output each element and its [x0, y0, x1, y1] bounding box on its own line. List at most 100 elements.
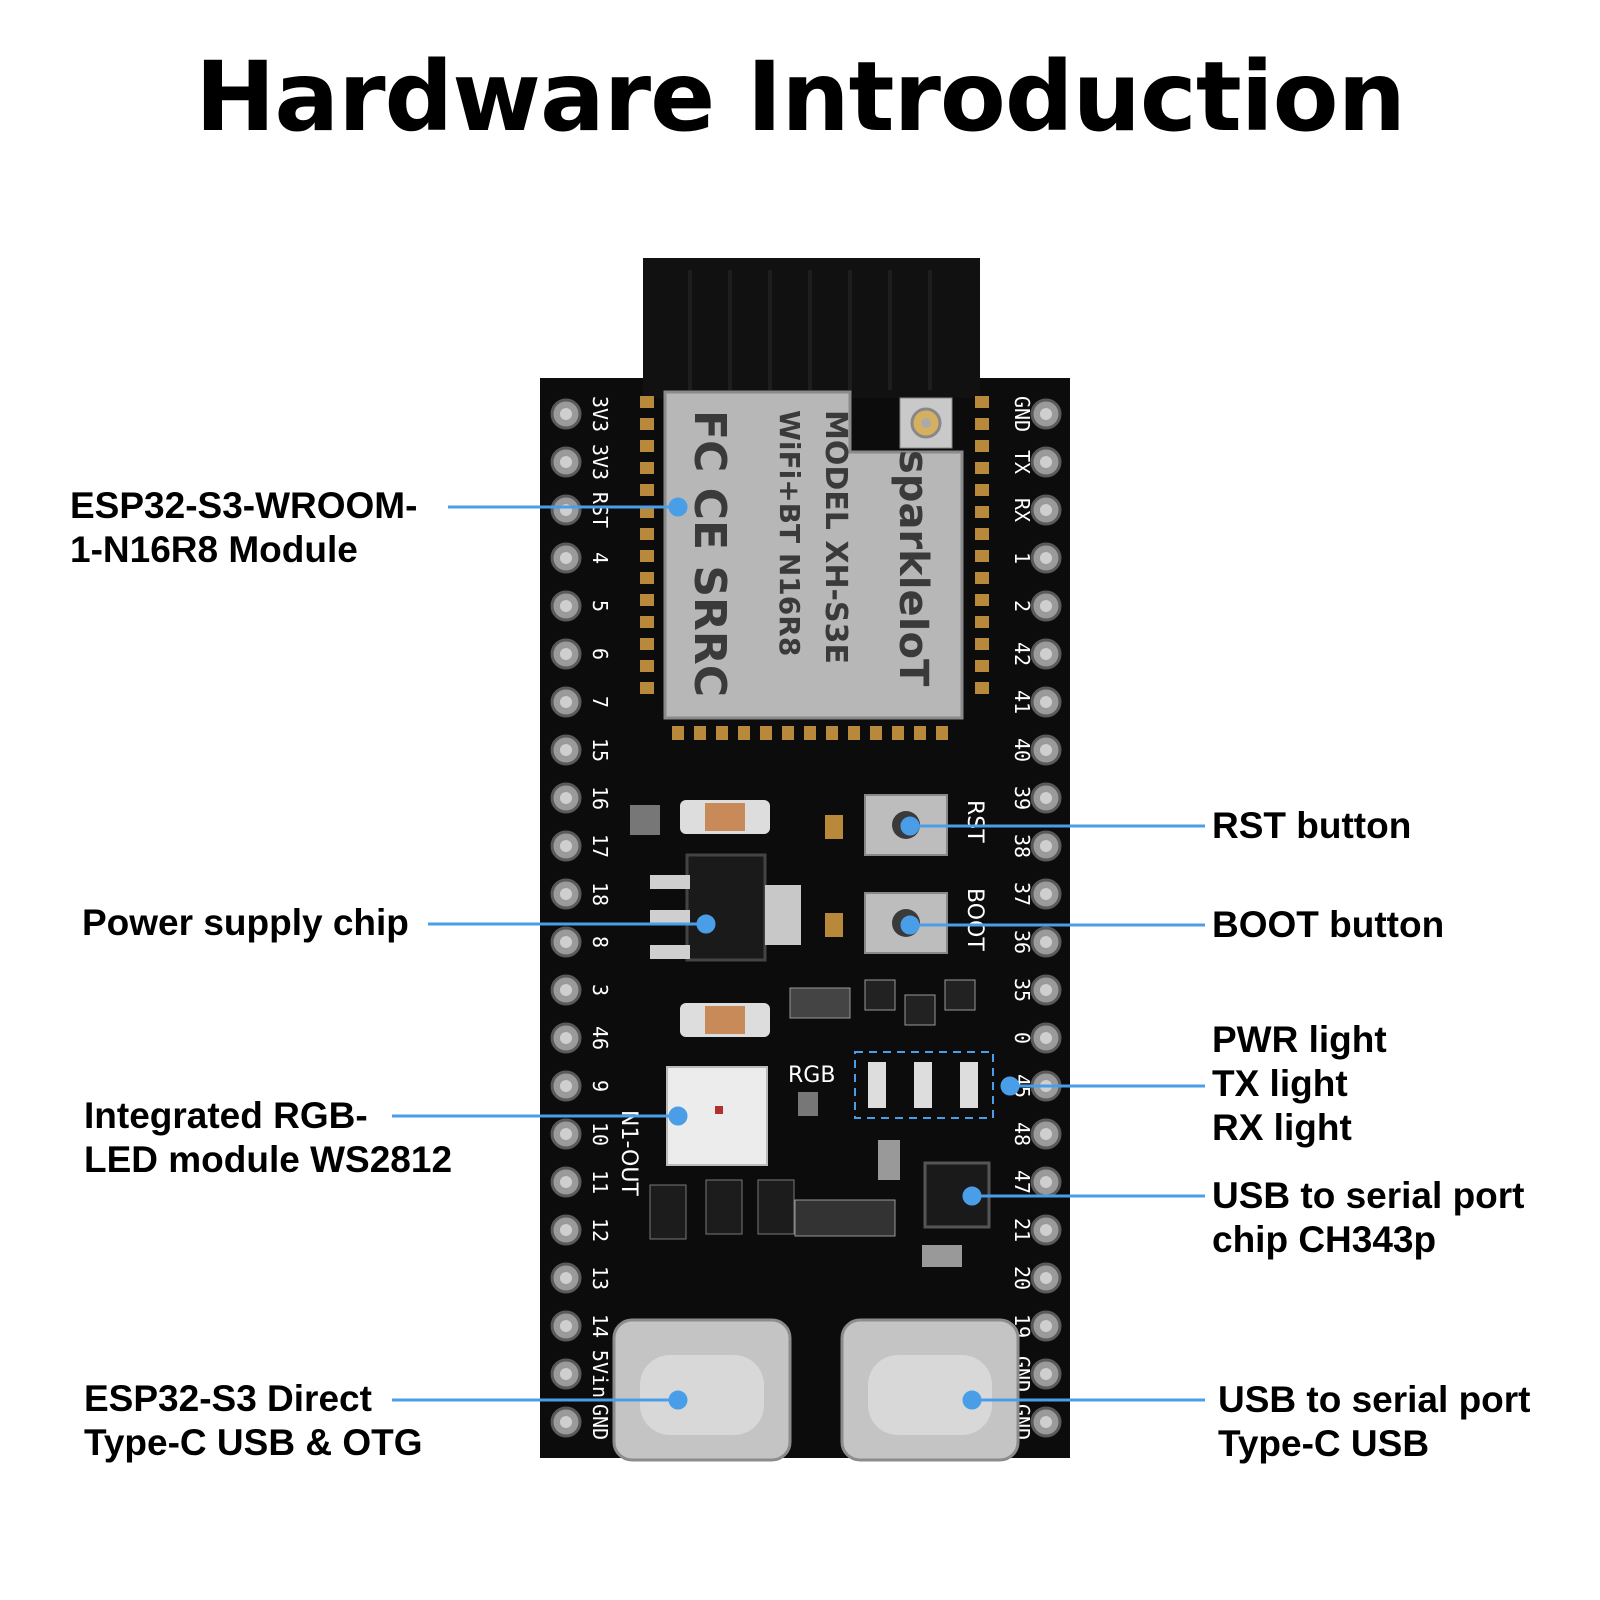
- module-pad: [975, 484, 989, 496]
- left-pin-label: 13: [588, 1266, 612, 1290]
- left-pin-highlight: [560, 1032, 572, 1044]
- right-pin-highlight: [1040, 1032, 1052, 1044]
- module-shield: [663, 390, 964, 720]
- left-pin-highlight: [560, 1320, 572, 1332]
- diode: [649, 1184, 687, 1240]
- left-pin-highlight: [560, 1080, 572, 1092]
- module-pad: [640, 462, 654, 474]
- module-pad: [975, 660, 989, 672]
- left-pin-highlight: [560, 1416, 572, 1428]
- right-pin-label: 36: [1010, 930, 1034, 954]
- left-pin-label: 5Vin: [588, 1350, 612, 1398]
- module-pad: [975, 550, 989, 562]
- right-pin-label: GND: [1010, 396, 1034, 432]
- callout-boot-button: BOOT button: [1212, 904, 1445, 945]
- module-pad: [975, 462, 989, 474]
- left-pin-label: 46: [588, 1026, 612, 1050]
- module-pad: [975, 440, 989, 452]
- module-pad: [640, 506, 654, 518]
- module-pad: [694, 726, 706, 740]
- module-pad: [640, 550, 654, 562]
- module-pad: [975, 616, 989, 628]
- right-pin-highlight: [1040, 888, 1052, 900]
- right-pin-highlight: [1040, 1176, 1052, 1188]
- module-pad: [975, 572, 989, 584]
- module-pad: [975, 506, 989, 518]
- left-pin-highlight: [560, 696, 572, 708]
- left-pin-label: 17: [588, 834, 612, 858]
- pwr-light: [868, 1062, 886, 1108]
- module-pad: [640, 572, 654, 584]
- left-pin-label: 4: [588, 552, 612, 564]
- module-pad: [640, 418, 654, 430]
- left-header: 3V33V3RST4567151617188346910111213145Vin…: [550, 396, 612, 1440]
- left-pin-label: 3: [588, 984, 612, 996]
- status-lights: [854, 1051, 994, 1119]
- right-pin-highlight: [1040, 600, 1052, 612]
- right-pin-highlight: [1040, 936, 1052, 948]
- left-pin-highlight: [560, 840, 572, 852]
- right-pin-label: 35: [1010, 978, 1034, 1002]
- module-pad: [975, 682, 989, 694]
- module-pad: [975, 396, 989, 408]
- diode: [757, 1179, 795, 1235]
- left-pin-label: 6: [588, 648, 612, 660]
- module-pads: [640, 396, 989, 740]
- module-pad: [716, 726, 728, 740]
- left-pin-label: 5: [588, 600, 612, 612]
- left-pin-highlight: [560, 744, 572, 756]
- right-pin-label: 48: [1010, 1122, 1034, 1146]
- callout-power-chip: Power supply chip: [82, 902, 409, 943]
- module-pad: [760, 726, 772, 740]
- right-pin-highlight: [1040, 792, 1052, 804]
- left-pin-highlight: [560, 408, 572, 420]
- left-pin-highlight: [560, 792, 572, 804]
- right-pin-highlight: [1040, 1224, 1052, 1236]
- tx-light: [914, 1062, 932, 1108]
- module-pad: [640, 682, 654, 694]
- right-pin-highlight: [1040, 1128, 1052, 1140]
- left-pin-highlight: [560, 648, 572, 660]
- module-pad: [640, 638, 654, 650]
- left-pin-label: 10: [588, 1122, 612, 1146]
- module-brand-text: sparkleIoT: [890, 450, 936, 687]
- rx-light: [960, 1062, 978, 1108]
- right-pin-label: 37: [1010, 882, 1034, 906]
- module-pad: [975, 638, 989, 650]
- left-pin-label: GND: [588, 1404, 612, 1440]
- right-pin-highlight: [1040, 456, 1052, 468]
- left-pin-highlight: [560, 888, 572, 900]
- module-pad: [640, 594, 654, 606]
- right-pin-highlight: [1040, 648, 1052, 660]
- module-pad: [848, 726, 860, 740]
- right-pin-label: 40: [1010, 738, 1034, 762]
- module-pad: [914, 726, 926, 740]
- right-header: GNDTXRX1242414039383736350454847212019GN…: [1010, 396, 1062, 1440]
- left-pin-highlight: [560, 1224, 572, 1236]
- right-pin-label: 42: [1010, 642, 1034, 666]
- page-title: Hardware Introduction: [195, 41, 1406, 153]
- right-pin-highlight: [1040, 504, 1052, 516]
- left-pin-label: 11: [588, 1170, 612, 1194]
- left-pin-label: 3V3: [588, 396, 612, 432]
- leader-lines: [392, 497, 1205, 1410]
- right-pin-label: 0: [1010, 1032, 1034, 1044]
- right-pin-label: 41: [1010, 690, 1034, 714]
- callout-module: ESP32-S3-WROOM-1-N16R8 Module: [70, 485, 418, 570]
- left-pin-highlight: [560, 1272, 572, 1284]
- right-pin-highlight: [1040, 408, 1052, 420]
- antenna-stripes: [688, 270, 932, 390]
- left-pin-label: 15: [588, 738, 612, 762]
- left-pin-highlight: [560, 984, 572, 996]
- callout-rst-button: RST button: [1212, 805, 1412, 846]
- callout-rgb-led: Integrated RGB-LED module WS2812: [84, 1095, 453, 1180]
- silk-onboard: N1-OUT: [616, 1110, 641, 1196]
- silk-boot: BOOT: [962, 888, 987, 951]
- module-model-text: MODEL XH-S3E: [818, 410, 853, 664]
- diode: [705, 1179, 743, 1235]
